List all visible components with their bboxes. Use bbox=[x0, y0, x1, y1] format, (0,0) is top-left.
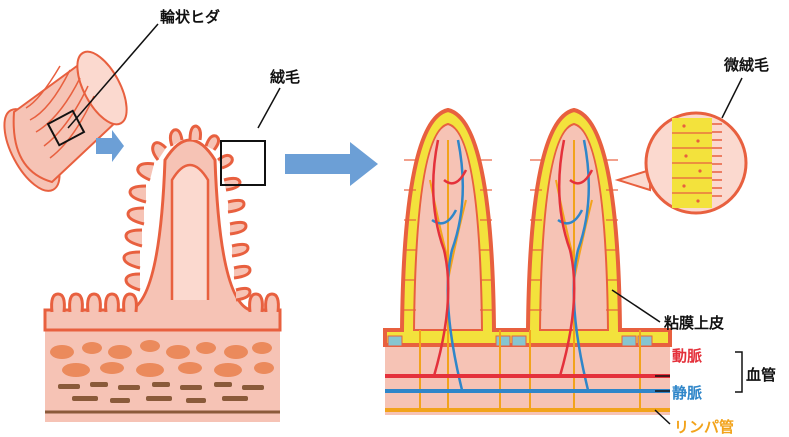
artery-label: 動脈 bbox=[672, 347, 702, 365]
villi-label: 絨毛 bbox=[270, 68, 300, 86]
lymph-vessel-label: リンパ管 bbox=[674, 418, 734, 436]
villi-cross-section bbox=[385, 110, 670, 415]
vein-label: 静脈 bbox=[672, 384, 702, 402]
microvilli-magnifier bbox=[618, 113, 746, 213]
mucosal-epithelium-label: 粘膜上皮 bbox=[664, 314, 724, 332]
intestine-tube bbox=[0, 44, 137, 199]
ring-folds-label: 輪状ヒダ bbox=[160, 8, 220, 26]
large-arrow bbox=[285, 142, 378, 186]
microvilli-label: 微絨毛 bbox=[723, 56, 769, 74]
villi-fold bbox=[45, 126, 280, 422]
blood-vessels-label: 血管 bbox=[746, 366, 776, 384]
